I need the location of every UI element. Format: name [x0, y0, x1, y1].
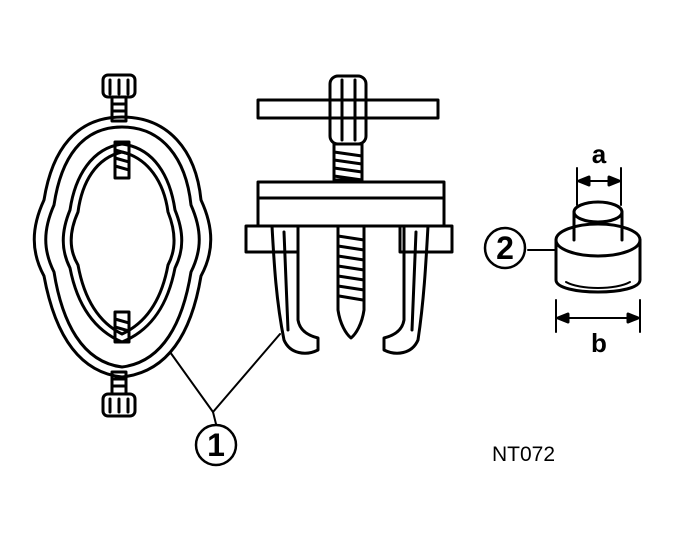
callout-1-label: 1: [207, 427, 225, 463]
callout-1-leaders: [169, 333, 281, 425]
bottom-bolt: [101, 370, 137, 418]
figure-code: NT072: [492, 443, 555, 466]
top-bolt: [101, 73, 137, 123]
diamond-puller-frame: [32, 73, 213, 418]
callout-2-label: 2: [496, 230, 514, 266]
dimension-b-label: b: [591, 328, 607, 358]
dimension-a-label: a: [592, 139, 607, 169]
callout-2-circle: [483, 226, 527, 270]
bushing-part: [527, 167, 642, 333]
jaw-puller: [244, 74, 454, 355]
callout-1-circle: [194, 423, 238, 467]
